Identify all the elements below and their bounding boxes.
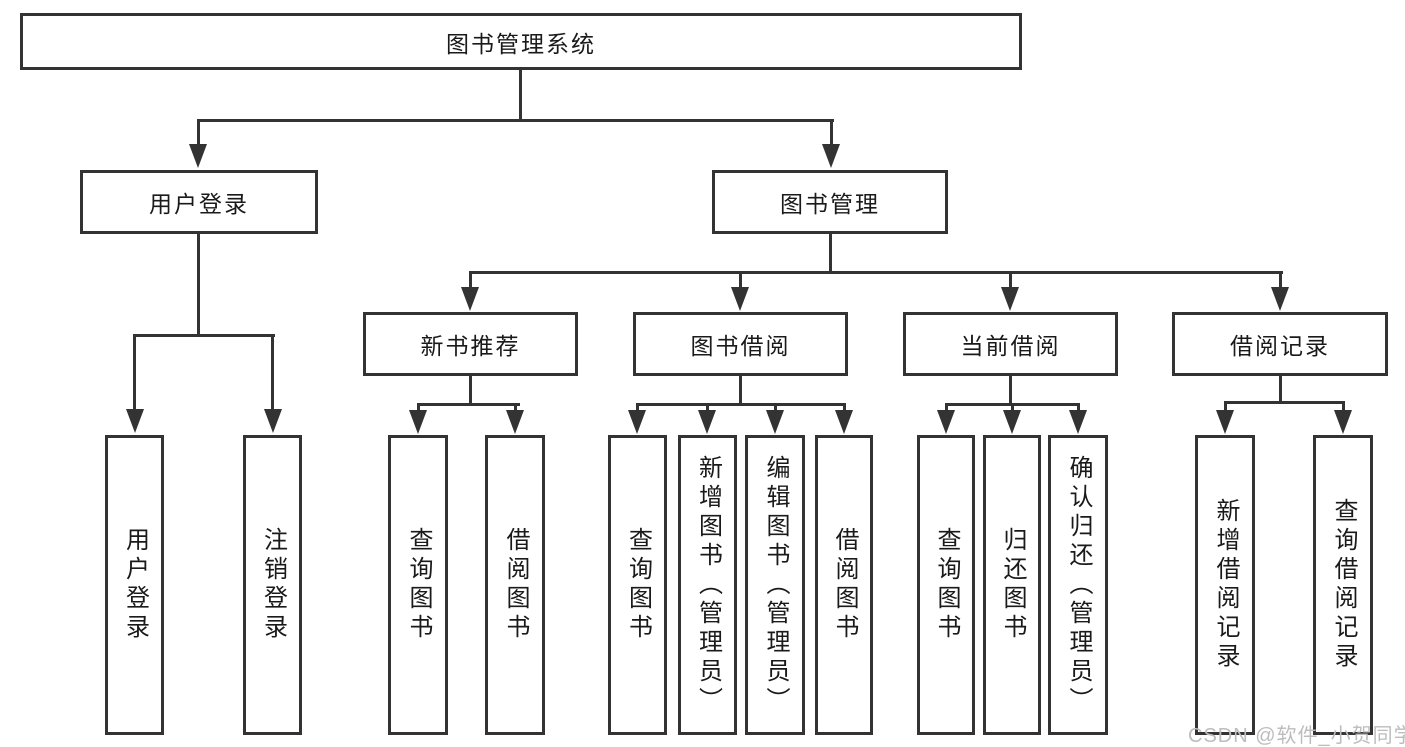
leaf-return-book-label: 归还图书 [999,527,1026,643]
leaf-edit-book-admin-label: 编辑图书（管理员） [762,454,789,716]
connector-line [830,119,833,147]
connector-line [469,374,472,406]
arrow-down-icon [731,287,749,311]
connector-line [829,232,832,274]
connector-line [636,403,639,415]
leaf-query-books-borrow-label: 查询图书 [624,527,652,643]
leaf-query-books-borrow: 查询图书 [608,435,667,735]
connector-line [417,403,520,406]
connector-line [739,271,742,289]
node-new-book-recommend: 新书推荐 [363,312,578,376]
node-user-login-label: 用户登录 [149,191,249,217]
arrow-down-icon [1001,287,1019,311]
node-book-borrow-label: 图书借阅 [690,333,791,359]
connector-line [417,403,420,415]
node-borrow-records: 借阅记录 [1172,312,1388,376]
csdn-watermark: CSDN @软件_小贺同学 [1188,725,1405,747]
connector-line [133,334,275,337]
connector-line [1279,374,1282,403]
arrow-down-icon [506,410,524,434]
leaf-return-book: 归还图书 [983,435,1041,735]
connector-line [197,119,200,147]
arrow-down-icon [698,410,716,434]
node-root-label: 图书管理系统 [446,30,596,57]
leaf-user-login: 用户登录 [105,435,164,735]
leaf-borrow-books-recommend: 借阅图书 [485,435,545,735]
node-root: 图书管理系统 [20,13,1022,70]
connector-line [1224,401,1345,404]
arrow-down-icon [822,144,840,168]
connector-line [197,119,834,122]
arrow-down-icon [628,410,646,434]
node-new-book-recommend-label: 新书推荐 [420,333,521,359]
leaf-query-borrow-record: 查询借阅记录 [1313,435,1373,735]
node-user-login: 用户登录 [80,170,318,234]
leaf-borrow-books-label: 借阅图书 [831,527,858,643]
connector-line [519,68,522,122]
connector-line [706,403,709,415]
leaf-query-books-current: 查询图书 [917,435,975,735]
connector-line [133,334,136,412]
leaf-query-books-recommend-label: 查询图书 [405,527,432,643]
connector-line [197,233,200,337]
arrow-down-icon [126,409,144,433]
arrow-down-icon [1271,287,1289,311]
leaf-add-book-admin-label: 新增图书（管理员） [694,454,722,716]
arrow-down-icon [1334,410,1352,434]
arrow-down-icon [1216,410,1234,434]
arrow-down-icon [1069,410,1087,434]
connector-line [1224,401,1227,415]
connector-line [514,403,517,415]
leaf-add-book-admin: 新增图书（管理员） [678,435,737,735]
leaf-add-borrow-record: 新增借阅记录 [1195,435,1255,735]
connector-line [271,334,274,412]
arrow-down-icon [461,287,479,311]
connector-line [1009,374,1012,406]
connector-line [945,403,948,415]
arrow-down-icon [937,410,955,434]
connector-line [469,271,1283,274]
leaf-logout: 注销登录 [243,435,302,735]
connector-line [469,271,472,289]
node-book-management: 图书管理 [712,170,948,234]
arrow-down-icon [1003,410,1021,434]
connector-line [1009,271,1012,289]
leaf-query-books-current-label: 查询图书 [933,527,960,643]
leaf-borrow-books: 借阅图书 [815,435,873,735]
connector-line [774,403,777,415]
connector-line [1279,271,1282,289]
arrow-down-icon [835,410,853,434]
leaf-borrow-books-recommend-label: 借阅图书 [502,527,529,643]
leaf-edit-book-admin: 编辑图书（管理员） [745,435,805,735]
node-borrow-records-label: 借阅记录 [1230,333,1330,359]
connector-line [1342,401,1345,415]
connector-line [1011,403,1014,415]
leaf-confirm-return-admin-label: 确认归还（管理员） [1065,454,1092,716]
connector-line [739,374,742,406]
connector-line [1077,403,1080,415]
leaf-query-books-recommend: 查询图书 [388,435,448,735]
node-book-management-label: 图书管理 [780,191,880,217]
node-book-borrow: 图书借阅 [633,312,848,376]
arrow-down-icon [766,410,784,434]
leaf-logout-label: 注销登录 [259,527,287,643]
arrow-down-icon [264,409,282,433]
leaf-add-borrow-record-label: 新增借阅记录 [1212,498,1239,672]
leaf-query-borrow-record-label: 查询借阅记录 [1330,498,1357,672]
arrow-down-icon [409,410,427,434]
leaf-user-login-label: 用户登录 [121,527,149,643]
connector-line [636,403,846,406]
node-current-borrow: 当前借阅 [903,312,1118,376]
leaf-confirm-return-admin: 确认归还（管理员） [1048,435,1108,735]
node-current-borrow-label: 当前借阅 [960,333,1061,359]
connector-line [843,403,846,415]
arrow-down-icon [189,144,207,168]
